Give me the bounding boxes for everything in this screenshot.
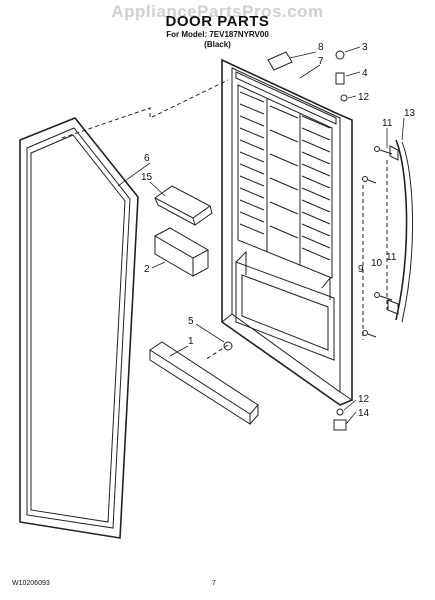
page-number: 7 [212,580,216,587]
callout-label: 10 [371,258,383,269]
part-12-washer-bottom [336,408,344,416]
watermark: AppliancePartsPros.com [111,2,324,21]
callout-label: 8 [318,42,324,53]
color-line: (Black) [204,40,231,49]
handle-screws [362,146,393,338]
leader-lines [117,46,405,425]
callout-label: 11 [386,252,397,263]
part-12-washer-top [340,94,348,102]
callout-label: 9 [358,264,364,275]
callout-label: 2 [144,264,150,275]
callout-label: 12 [358,394,370,405]
callout-label: 15 [141,172,153,183]
small-parts [223,50,348,431]
lower-door-bin [153,227,210,277]
door-handle [387,139,413,323]
callout-label: 13 [404,108,416,119]
door-gasket [19,117,139,539]
part-3-cap [335,50,345,60]
part-5-plug [223,341,233,351]
part-8-cover [267,51,293,71]
callout-label: 11 [382,118,393,129]
callout-numbers: 8 3 7 4 12 13 11 6 15 2 9 10 11 5 1 12 1… [141,42,416,419]
part-14-bushing [333,419,347,431]
door-assembly [221,58,353,406]
bottom-door-shelf [149,341,259,425]
model-line: For Model: 7EV187NYRV00 [166,30,269,39]
callout-label: 4 [362,68,368,79]
callout-label: 5 [188,316,194,327]
callout-label: 12 [358,92,370,103]
part-4-hinge-pin [335,72,345,85]
document-number: W10206093 [12,580,50,587]
callout-label: 1 [188,336,194,347]
callout-label: 6 [144,153,150,164]
callout-label: 14 [358,408,370,419]
guide-lines [61,79,388,361]
callout-label: 3 [362,42,368,53]
diagram-title: DOOR PARTS [165,13,270,30]
callout-label: 7 [318,56,324,67]
upper-door-bin [154,185,213,227]
